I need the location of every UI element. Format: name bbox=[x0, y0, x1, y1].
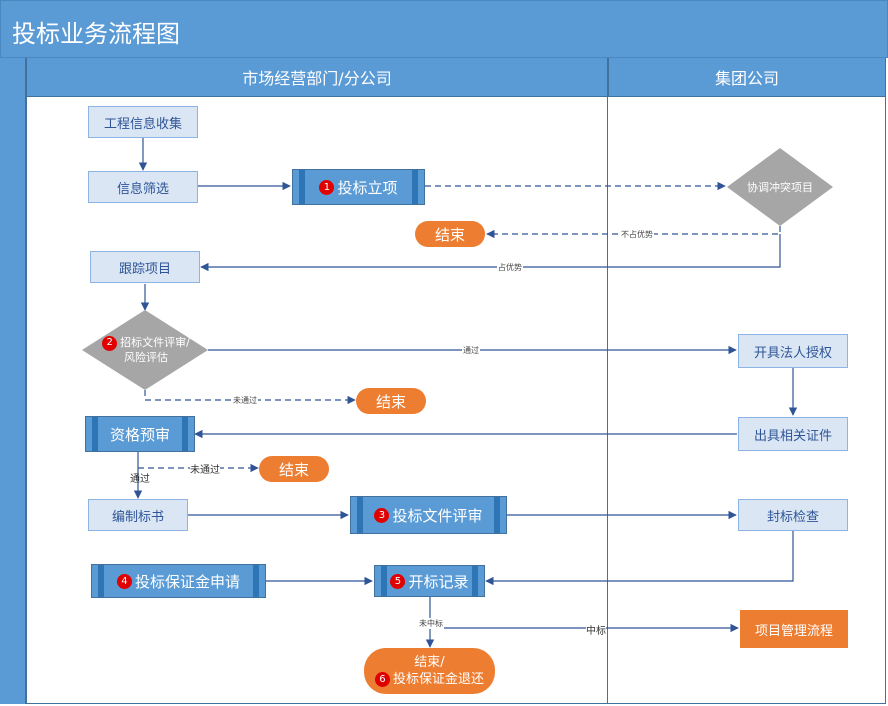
node-prequal[interactable]: 资格预审 bbox=[85, 416, 195, 452]
node-info-collect[interactable]: 工程信息收集 bbox=[88, 106, 198, 138]
edge-label-fail-prequal: 未通过 bbox=[190, 461, 220, 476]
node-project-mgmt[interactable]: 项目管理流程 bbox=[740, 610, 848, 648]
bar-right bbox=[494, 497, 500, 533]
edge-coordinate-end1 bbox=[486, 226, 781, 239]
node-deposit-apply-label: 投标保证金申请 bbox=[134, 572, 240, 591]
node-coordinate-label[interactable]: 协调冲突项目 bbox=[747, 181, 813, 194]
node-open-record-label: 开标记录 bbox=[408, 572, 469, 591]
node-final-line1: 结束/ bbox=[414, 655, 445, 670]
node-legal-auth[interactable]: 开具法人授权 bbox=[738, 334, 848, 368]
node-final-row2: 6 投标保证金退还 bbox=[374, 671, 484, 688]
edge-label-pass-review: 通过 bbox=[462, 345, 480, 356]
node-certs[interactable]: 出具相关证件 bbox=[738, 417, 848, 451]
lane-header-right: 集团公司 bbox=[608, 58, 886, 96]
review-diamond bbox=[82, 310, 208, 390]
bar-left bbox=[381, 566, 387, 596]
node-review-line2: 风险评估 bbox=[124, 350, 168, 364]
lane-side-strip bbox=[0, 58, 26, 704]
node-end-2[interactable]: 结束 bbox=[356, 388, 426, 414]
edge-label-advantage: 占优势 bbox=[497, 262, 523, 273]
step-badge-1: 1 bbox=[319, 179, 335, 195]
step-badge-6: 6 bbox=[374, 672, 390, 687]
node-end-3[interactable]: 结束 bbox=[259, 456, 329, 482]
edge-label-win: 中标 bbox=[586, 622, 606, 637]
bar-right bbox=[412, 170, 418, 204]
lane-body-right bbox=[607, 96, 886, 704]
bar-left bbox=[92, 417, 98, 451]
title-bar bbox=[0, 0, 888, 58]
node-open-record[interactable]: 5 开标记录 bbox=[374, 565, 485, 597]
edge-label-not-win: 未中标 bbox=[418, 618, 444, 629]
node-final-end[interactable]: 结束/ 6 投标保证金退还 bbox=[364, 648, 495, 694]
bar-left bbox=[357, 497, 363, 533]
node-info-filter[interactable]: 信息筛选 bbox=[88, 171, 198, 203]
node-compile[interactable]: 编制标书 bbox=[88, 499, 188, 531]
step-badge-3: 3 bbox=[374, 507, 390, 523]
bar-left bbox=[98, 565, 104, 597]
edge-label-fail-review: 未通过 bbox=[232, 395, 258, 406]
node-review-line1: 招标文件评审/ bbox=[120, 336, 190, 349]
lane-header-left: 市场经营部门/分公司 bbox=[26, 58, 608, 96]
page-title: 投标业务流程图 bbox=[12, 20, 180, 48]
bar-right bbox=[253, 565, 259, 597]
node-bid-doc-review[interactable]: 3 投标文件评审 bbox=[350, 496, 507, 534]
node-review-row1: 2 招标文件评审/ bbox=[102, 335, 190, 351]
node-bid-project-label: 投标立项 bbox=[337, 178, 398, 197]
node-end-1[interactable]: 结束 bbox=[415, 221, 485, 247]
coordinate-diamond bbox=[727, 148, 833, 226]
bar-right bbox=[182, 417, 188, 451]
edge-label-pass-prequal: 通过 bbox=[130, 474, 150, 485]
edge-review-end2 bbox=[144, 390, 356, 405]
edge-coordinate-track bbox=[200, 234, 781, 272]
step-badge-5: 5 bbox=[390, 573, 406, 589]
step-badge-2: 2 bbox=[102, 335, 118, 351]
edge-seal-open bbox=[485, 531, 794, 586]
edge-label-no-advantage: 不占优势 bbox=[620, 229, 654, 240]
node-seal-check[interactable]: 封标检查 bbox=[738, 499, 848, 531]
node-bid-doc-review-label: 投标文件评审 bbox=[392, 506, 483, 525]
node-bid-project[interactable]: 1 投标立项 bbox=[292, 169, 425, 205]
node-final-line2: 投标保证金退还 bbox=[392, 672, 484, 687]
bar-left bbox=[299, 170, 305, 204]
bar-right bbox=[472, 566, 478, 596]
node-review[interactable]: 2 招标文件评审/ 风险评估 bbox=[88, 329, 204, 371]
node-deposit-apply[interactable]: 4 投标保证金申请 bbox=[91, 564, 266, 598]
node-track[interactable]: 跟踪项目 bbox=[90, 251, 200, 283]
step-badge-4: 4 bbox=[116, 573, 132, 589]
node-prequal-label: 资格预审 bbox=[109, 425, 170, 444]
